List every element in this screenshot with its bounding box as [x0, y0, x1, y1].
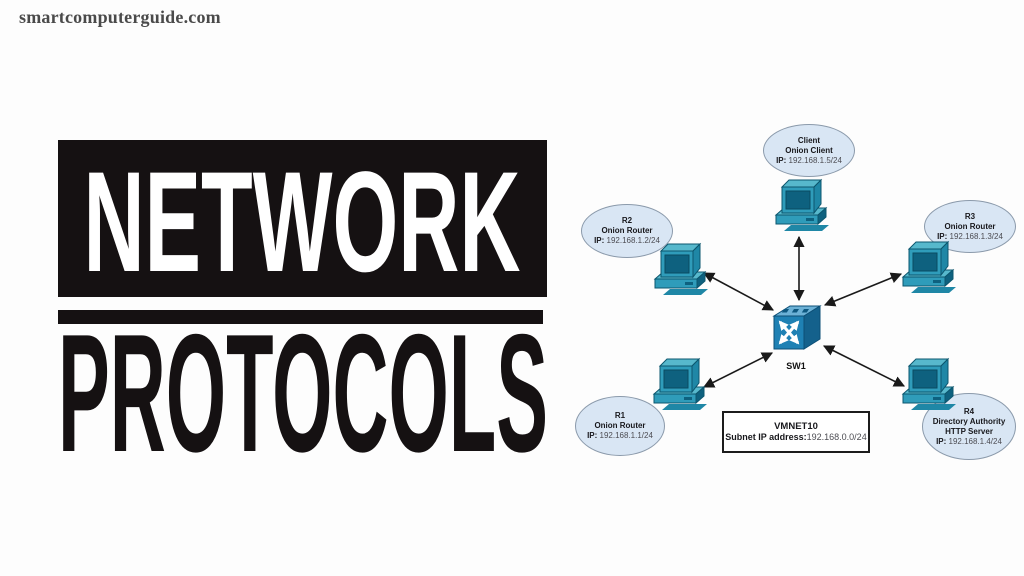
node-label-client: Client Onion Client IP: 192.168.1.5/24 [763, 124, 855, 177]
node-role: Onion Router [944, 221, 996, 231]
node-role: Onion Client [785, 145, 833, 155]
arrow-r3-sw1 [823, 272, 903, 307]
computer-icon-client [775, 179, 830, 232]
node-label-r4: R4 Directory Authority HTTP Server IP: 1… [922, 393, 1016, 460]
node-ip: IP: 192.168.1.5/24 [776, 155, 842, 165]
node-name: R3 [964, 211, 976, 221]
arrow-r2-sw1 [703, 272, 774, 311]
node-role: Directory Authority [932, 416, 1006, 426]
banner-divider [58, 310, 543, 324]
banner-word-protocols: PROTOCOLS [58, 331, 548, 455]
computer-icon-r2 [654, 243, 709, 296]
switch-sw1: SW1 [764, 303, 828, 371]
banner-network-box: NETWORK [58, 140, 547, 297]
computer-icon-r4 [902, 358, 957, 411]
switch-label: SW1 [786, 361, 806, 371]
node-role: Onion Router [594, 421, 646, 430]
banner-word-network-svg: NETWORK [84, 143, 521, 297]
node-ip: IP: 192.168.1.1/24 [587, 431, 653, 440]
node-ip: IP: 192.168.1.2/24 [594, 236, 660, 245]
banner-word-network: NETWORK [84, 143, 521, 297]
node-ip: IP: 192.168.1.4/24 [936, 436, 1002, 446]
connection-arrows [702, 235, 906, 388]
node-label-r2: R2 Onion Router IP: 192.168.1.2/24 [581, 204, 673, 258]
switch-icon [772, 305, 822, 350]
subnet-address: Subnet IP address:192.168.0.0/24 [725, 432, 867, 442]
node-name: R4 [963, 406, 975, 416]
node-role2: HTTP Server [945, 426, 993, 436]
node-ip: IP: 192.168.1.3/24 [937, 231, 1003, 241]
arrow-r4-sw1 [822, 345, 906, 387]
arrow-r1-sw1 [702, 352, 774, 388]
subnet-info-box: VMNET10 Subnet IP address:192.168.0.0/24 [722, 411, 870, 453]
computer-icon-r3 [902, 241, 957, 294]
node-label-r1: R1 Onion Router IP: 192.168.1.1/24 [575, 396, 665, 456]
computer-icon-r1 [653, 358, 708, 411]
node-role: Onion Router [601, 226, 653, 235]
node-name: Client [797, 135, 821, 145]
node-label-r3: R3 Onion Router IP: 192.168.1.3/24 [924, 200, 1016, 253]
banner-word-protocols-svg: PROTOCOLS [58, 331, 548, 455]
subnet-title: VMNET10 [774, 421, 818, 432]
node-name: R2 [621, 216, 633, 225]
node-name: R1 [614, 411, 626, 420]
site-credit: smartcomputerguide.com [19, 7, 221, 27]
